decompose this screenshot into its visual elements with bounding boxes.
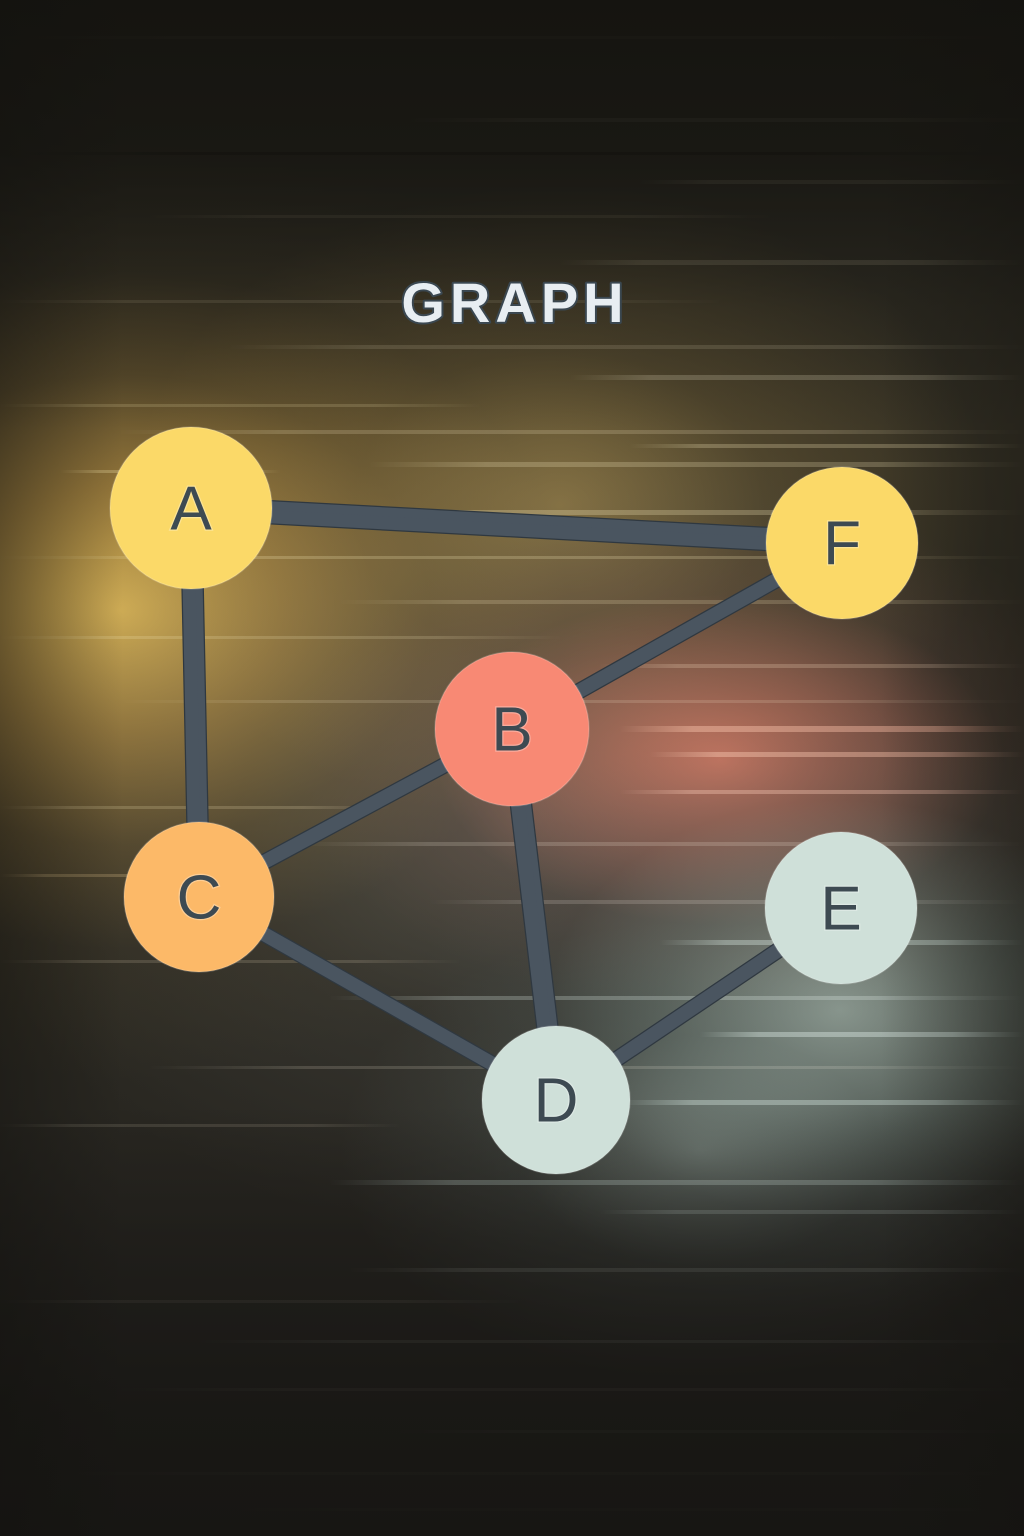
graph-node-E[interactable]: E: [764, 831, 918, 985]
node-circle-E[interactable]: [764, 831, 918, 985]
node-label-A: A: [170, 475, 212, 544]
node-circle-A[interactable]: [109, 426, 273, 590]
edge-A-F: [190, 497, 843, 545]
node-circle-D[interactable]: [481, 1025, 631, 1175]
edge-A-F: [190, 506, 843, 554]
graph-node-D[interactable]: D: [481, 1025, 631, 1175]
graph-node-A[interactable]: A: [109, 426, 273, 590]
node-label-D: D: [534, 1067, 579, 1136]
node-label-E: E: [820, 875, 861, 944]
node-label-B: B: [491, 696, 532, 765]
graph-node-B[interactable]: B: [434, 651, 590, 807]
nodes-group: A B C D E F: [109, 426, 919, 1175]
graph-node-C[interactable]: C: [123, 821, 275, 973]
node-circle-F[interactable]: [765, 466, 919, 620]
node-circle-C[interactable]: [123, 821, 275, 973]
node-circle-B[interactable]: [434, 651, 590, 807]
graph-node-F[interactable]: F: [765, 466, 919, 620]
node-label-F: F: [823, 510, 861, 579]
node-label-C: C: [177, 864, 222, 933]
page-title: GRAPH: [401, 271, 628, 334]
